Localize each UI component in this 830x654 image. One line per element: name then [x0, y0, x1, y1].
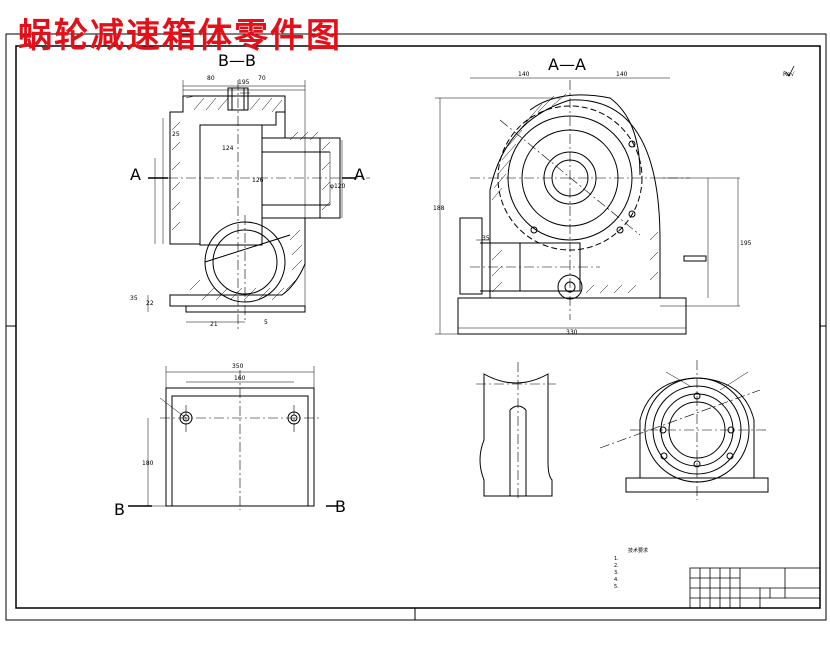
dim-phi120: φ120 [330, 183, 346, 190]
dim-180: 180 [142, 460, 154, 467]
section-label-b-left: B [114, 500, 125, 519]
section-label-a-right: A [354, 165, 365, 184]
notes-heading: 技术要求 [628, 547, 648, 554]
dim-126: 126 [252, 177, 264, 184]
dim-35: 35 [130, 295, 138, 302]
dim-22: 22 [146, 300, 154, 307]
view-aa-section [435, 77, 740, 335]
side-view [599, 360, 769, 500]
dim-140b: 140 [616, 71, 628, 78]
dim-70: 70 [258, 75, 266, 82]
title-block [689, 567, 821, 609]
outer-frame [5, 33, 827, 621]
section-label-bb-top: B—B [218, 51, 256, 70]
dim-350: 350 [232, 363, 244, 370]
dim-330: 330 [566, 329, 578, 336]
dim-195r: 195 [740, 240, 752, 247]
plan-view [128, 366, 338, 510]
partial-view [476, 362, 556, 500]
dim-140: 140 [518, 71, 530, 78]
dim-80: 80 [207, 75, 215, 82]
dim-5: 5 [264, 319, 268, 326]
dim-21: 21 [210, 321, 218, 328]
note-line-2: 2. [614, 563, 619, 569]
note-line-3: 3. [614, 570, 619, 576]
dim-25: 25 [172, 131, 180, 138]
section-label-aa-top: A—A [548, 55, 586, 74]
inner-frame [15, 45, 821, 609]
drawing-title: 蜗轮减速箱体零件图 [18, 16, 342, 56]
dim-160: 160 [234, 375, 246, 382]
note-line-4: 4. [614, 577, 619, 583]
dim-124: 124 [222, 145, 234, 152]
section-label-b-right: B [335, 497, 346, 516]
dim-35b: 35 [482, 235, 490, 242]
view-bb-section [147, 80, 370, 330]
note-line-1: 1. [614, 556, 619, 562]
section-label-a-left: A [130, 165, 141, 184]
dim-188: 188 [433, 205, 445, 212]
dim-195: 195 [238, 79, 250, 86]
note-line-5: 5. [614, 584, 619, 590]
surface-mark: Ra√ [783, 71, 795, 78]
